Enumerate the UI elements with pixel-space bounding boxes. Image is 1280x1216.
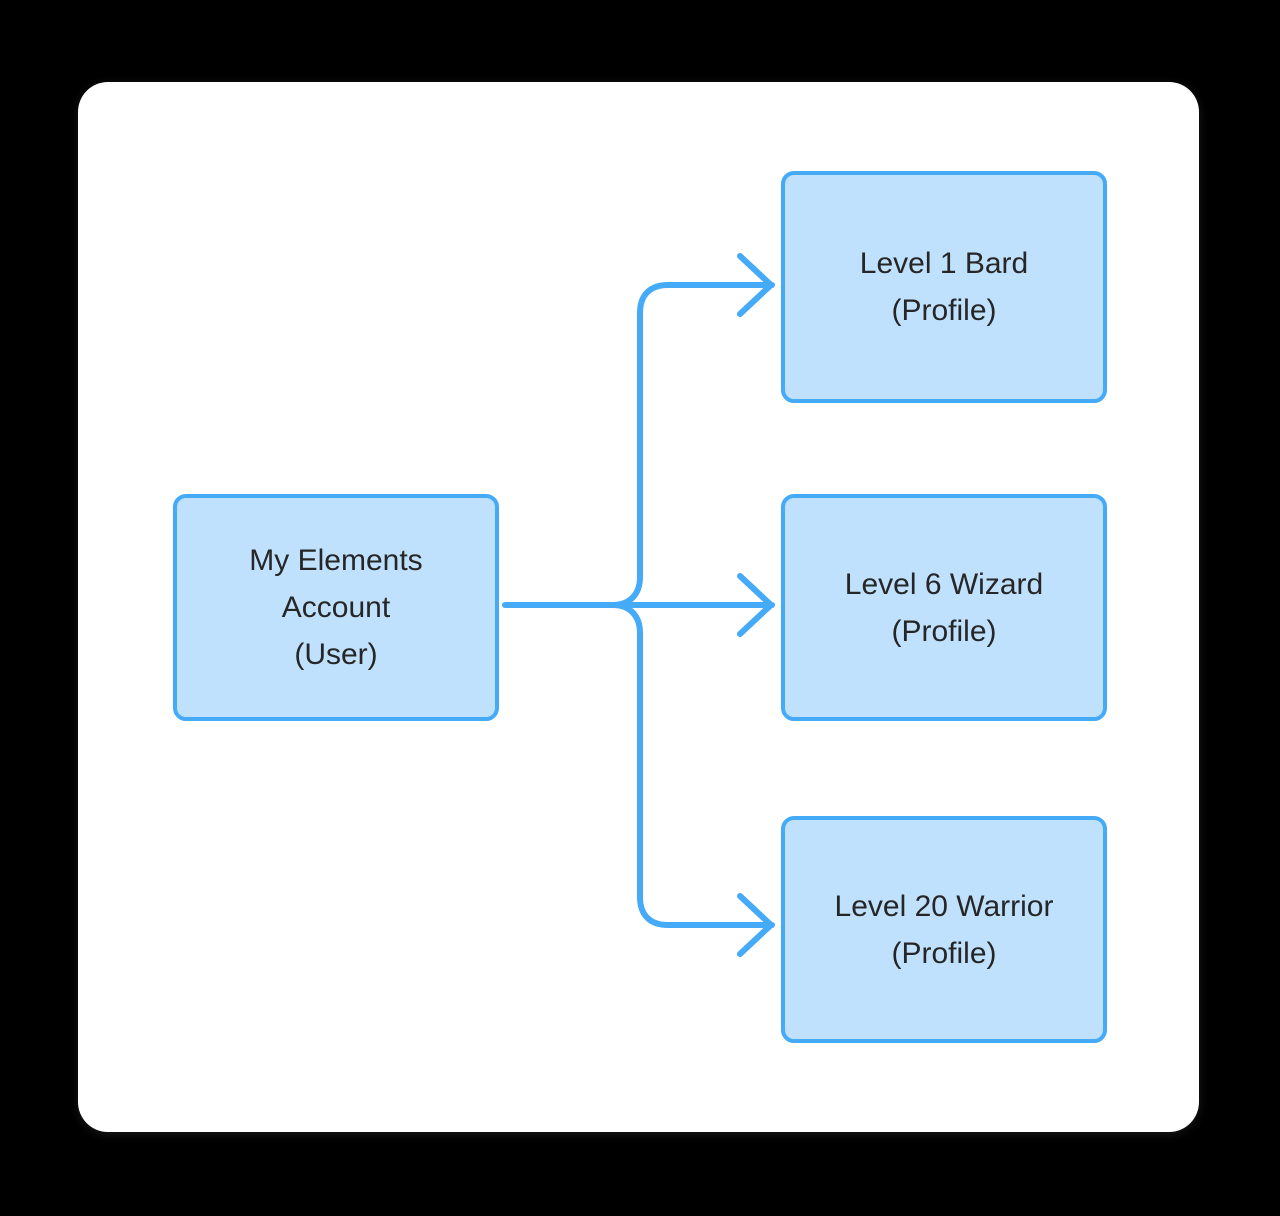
node-label-line-1: Level 6 Wizard: [844, 567, 1044, 601]
node-level-1-bard[interactable]: Level 1 Bard (Profile): [781, 171, 1107, 403]
arrowhead-warrior: [737, 893, 774, 957]
node-level-6-wizard[interactable]: Level 6 Wizard (Profile): [781, 494, 1107, 721]
node-label-line-1: Level 20 Warrior: [834, 889, 1054, 923]
arrowhead-wizard: [737, 573, 774, 637]
node-level-20-warrior[interactable]: Level 20 Warrior (Profile): [781, 816, 1107, 1043]
node-label-line-1: My Elements: [249, 544, 423, 577]
edge-to-bard: [610, 282, 775, 608]
node-my-elements-account[interactable]: My Elements Account (User): [173, 494, 499, 721]
node-label-line-1: Level 1 Bard: [859, 247, 1029, 280]
node-label-line-3: (User): [294, 638, 378, 671]
edge-to-warrior: [610, 602, 775, 928]
node-label-line-2: (Profile): [891, 614, 997, 648]
node-label-line-2: (Profile): [891, 936, 997, 970]
node-label-line-2: (Profile): [891, 294, 997, 327]
arrowhead-bard: [737, 253, 774, 317]
node-label-line-2: Account: [281, 591, 391, 624]
